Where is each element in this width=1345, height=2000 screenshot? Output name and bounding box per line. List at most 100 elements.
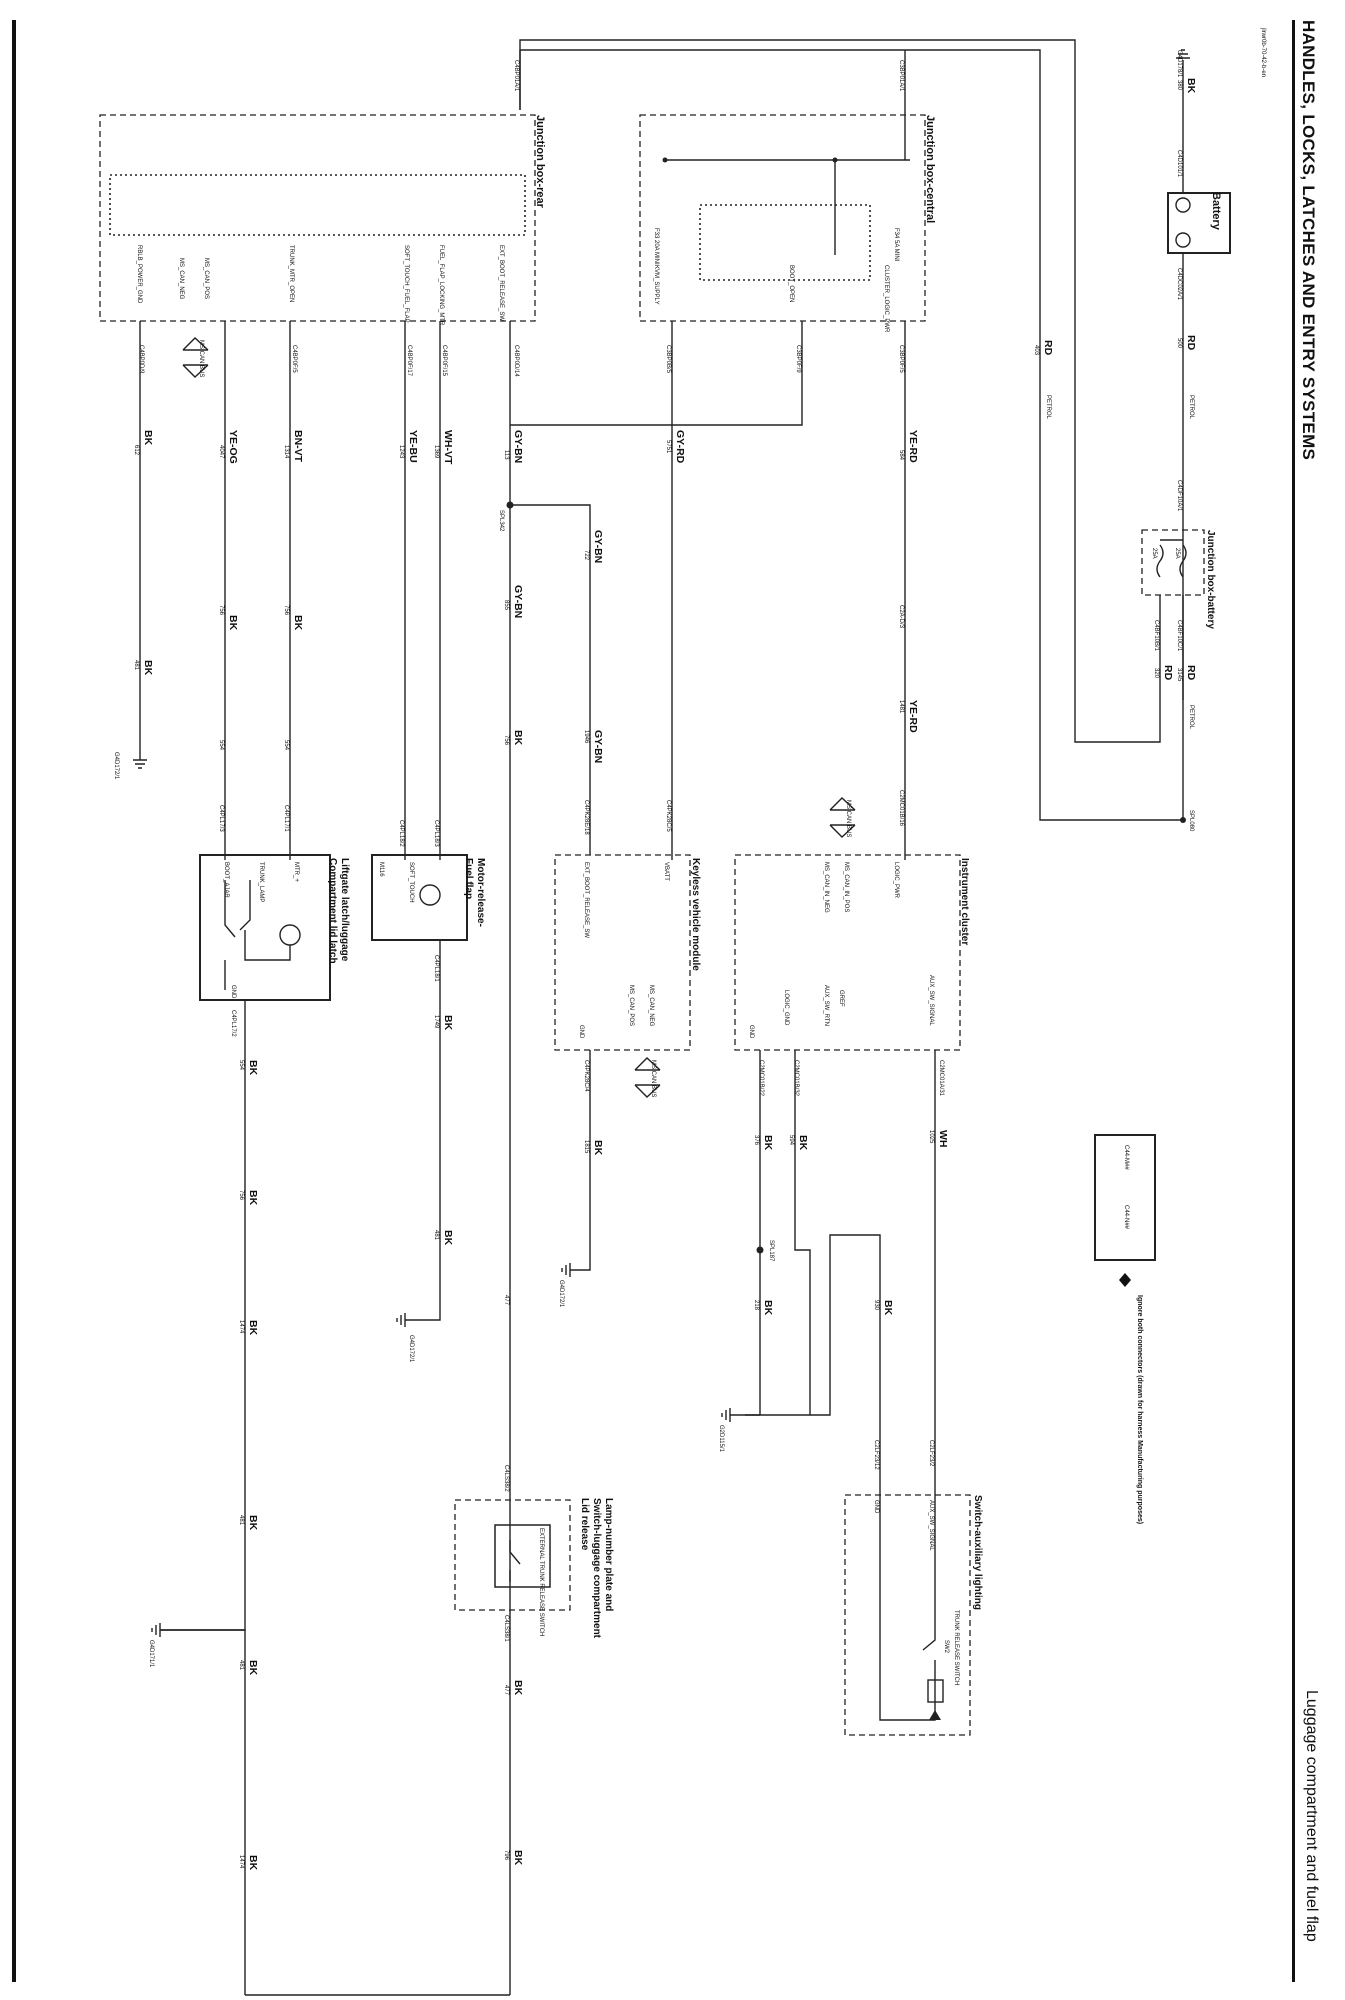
conn-c3bp0f9: C3BP0F/9 <box>795 345 801 373</box>
circ-722: 722 <box>583 550 589 561</box>
wire-bk-612: BK <box>142 430 154 446</box>
circ-1749: 1749 <box>433 1015 439 1029</box>
battery-title: Battery <box>1210 192 1222 231</box>
ground-symbol-g4d172-a <box>133 759 147 769</box>
wire-rd-4: RD <box>1042 340 1054 356</box>
fuse-25a-a <box>1179 544 1187 578</box>
wire-bk-1: BK <box>1185 78 1197 94</box>
fuelflap-title-2: Fuel flap <box>463 858 474 899</box>
cluster-box <box>734 854 961 1051</box>
jb-central-title: Junction box-central <box>924 115 936 223</box>
fuse-f33: F33 20A MINI <box>653 228 659 265</box>
circ-554-lg1: 554 <box>283 740 289 751</box>
circ-403: 403 <box>1033 345 1039 356</box>
circ-554-lg3: 554 <box>238 1060 244 1071</box>
ground-symbol-g2d115 <box>721 1408 760 1422</box>
conn-c4bp0f5: C4BP0F/5 <box>291 345 297 373</box>
conn-c4df10a: C4DF10A/1 <box>1176 480 1182 512</box>
wire-bk-612b: BK <box>142 660 154 676</box>
pin-gnd-aux: GND <box>873 1500 879 1514</box>
wire-rd-2: RD <box>1185 665 1197 681</box>
conn-c4pl171: C4PL17/1 <box>283 805 289 832</box>
pin-ms-can-in-pos: MS_CAN_IN_POS <box>843 862 849 912</box>
battery-pos-terminal <box>1175 197 1191 213</box>
conn-c2lf2312: C2LF23/12 <box>873 1440 879 1470</box>
jbr-inner-module <box>109 174 526 236</box>
liftgate-title-1: Liftgate latch/luggage <box>339 858 350 962</box>
petrol-3: PETROL <box>1045 395 1051 420</box>
spl080-node <box>1180 817 1186 823</box>
pin-ms-can-neg: MS_CAN_NEG <box>178 258 184 300</box>
circ-380: 380 <box>1176 80 1182 91</box>
legend-diamond <box>1119 1273 1131 1287</box>
legend-conn-a: C44-M## <box>1123 1145 1129 1170</box>
pin-aux-sw-signal-2: AUX_SW_SIGNAL <box>928 1500 934 1551</box>
conn-c2mc01b32: C2MC01B/32 <box>793 1060 799 1097</box>
wire-yerd-1: YE-RD <box>907 430 919 463</box>
lamp-title-3: Lid release <box>579 1498 590 1551</box>
conn-c4pl183: C4PL18/3 <box>433 820 439 847</box>
circ-320: 320 <box>1153 668 1159 679</box>
gnd-g4d172-a: G4D172/1 <box>113 752 119 780</box>
conn-c4ls381: C4LS38/1 <box>503 1615 509 1642</box>
left-border-rule <box>12 20 16 1982</box>
jb-battery-title: Junction box-battery <box>1205 530 1216 629</box>
wire-yebu: YE-BU <box>407 430 419 463</box>
circ-1474-a: 1474 <box>238 1320 244 1334</box>
circ-1946: 1946 <box>583 730 589 744</box>
aux-switch <box>879 1495 936 1721</box>
jb-battery-box <box>1141 529 1205 596</box>
aux-title: Switch-auxiliary lighting <box>972 1495 983 1610</box>
conn-c4bf10b: C4BF10B/1 <box>1153 620 1159 652</box>
circ-1025: 1025 <box>928 1130 934 1144</box>
wire-rd-1: RD <box>1185 335 1197 351</box>
conn-c4pl173: C4PL17/3 <box>218 805 224 832</box>
circ-477-b: 477 <box>503 1685 509 1696</box>
keyless-box <box>554 854 691 1051</box>
gnd-g2d115: G2D115/1 <box>718 1425 724 1453</box>
conn-c2lf232: C2LF23/2 <box>928 1440 934 1467</box>
pin-ms-can-pos-kvm: MS_CAN_POS <box>628 985 634 1026</box>
pin-ms-can-in-neg: MS_CAN_IN_NEG <box>823 862 829 913</box>
conn-c4ls382: C4LS38/2 <box>503 1465 509 1492</box>
jbc-feed <box>665 50 910 161</box>
lamp-switch-body <box>494 1524 551 1588</box>
circ-584: 584 <box>898 450 904 461</box>
conn-c4pk28c4: C4PK28C/4 <box>583 1060 589 1092</box>
circ-1243: 1243 <box>398 445 404 459</box>
wire-bk-ff2: BK <box>442 1230 454 1246</box>
pin-trunk-lamp: TRUNK_LAMP <box>258 862 264 902</box>
jb-rear-title: Junction box-rear <box>534 115 546 209</box>
circ-756-lg2: 756 <box>218 605 224 616</box>
liftgate-motor <box>279 924 301 946</box>
circ-218: 218 <box>753 1300 759 1311</box>
pin-ext-boot-release-kvm: EXT_BOOT_RELEASE_SW <box>583 862 589 938</box>
conn-c4bp0d9: C4BP0D/9 <box>138 345 144 374</box>
conn-c4dc02a: C4DC02A/1 <box>1176 268 1182 301</box>
pin-gref: GREF <box>838 990 844 1007</box>
pin-ms-can-neg-kvm: MS_CAN_NEG <box>648 985 654 1027</box>
conn-c3bp0f5: C3BP0F/5 <box>898 345 904 373</box>
circ-113: 113 <box>503 450 509 460</box>
spl187-node <box>756 1246 764 1254</box>
keyless-title: Keyless vehicle module <box>690 858 701 971</box>
lamp-title-2: Switch-luggage compartment <box>591 1498 602 1639</box>
fuelflap-box <box>371 854 468 941</box>
gnd-g4d172-b: G4D172/1 <box>408 1335 414 1363</box>
aux-box <box>844 1494 971 1736</box>
rd-3145-wire <box>520 49 1184 821</box>
conn-c4bp0f17: C4BP0F/17 <box>406 345 412 377</box>
circ-756-a: 756 <box>503 735 509 746</box>
circ-376: 376 <box>753 1135 759 1146</box>
ms-can-bus-arrow-kvm <box>634 1057 661 1098</box>
wire-bnvt: BN-VT <box>292 430 304 463</box>
ground-symbol-g4d171 <box>151 1623 161 1637</box>
ms-can-bus-kvm: MS CAN BUS <box>650 1060 656 1097</box>
conn-c2a03: C2A-D/3 <box>898 605 904 629</box>
fuse-25a-label-b: 25A <box>1151 548 1157 559</box>
wire-gybn-2: GY-BN <box>592 530 604 563</box>
kvm-gnd-wire <box>570 1050 591 1271</box>
ms-can-bus-cluster: MS CAN BUS <box>845 800 851 837</box>
battery-neg-terminal <box>1175 232 1191 248</box>
aux-lamp <box>927 1679 944 1703</box>
